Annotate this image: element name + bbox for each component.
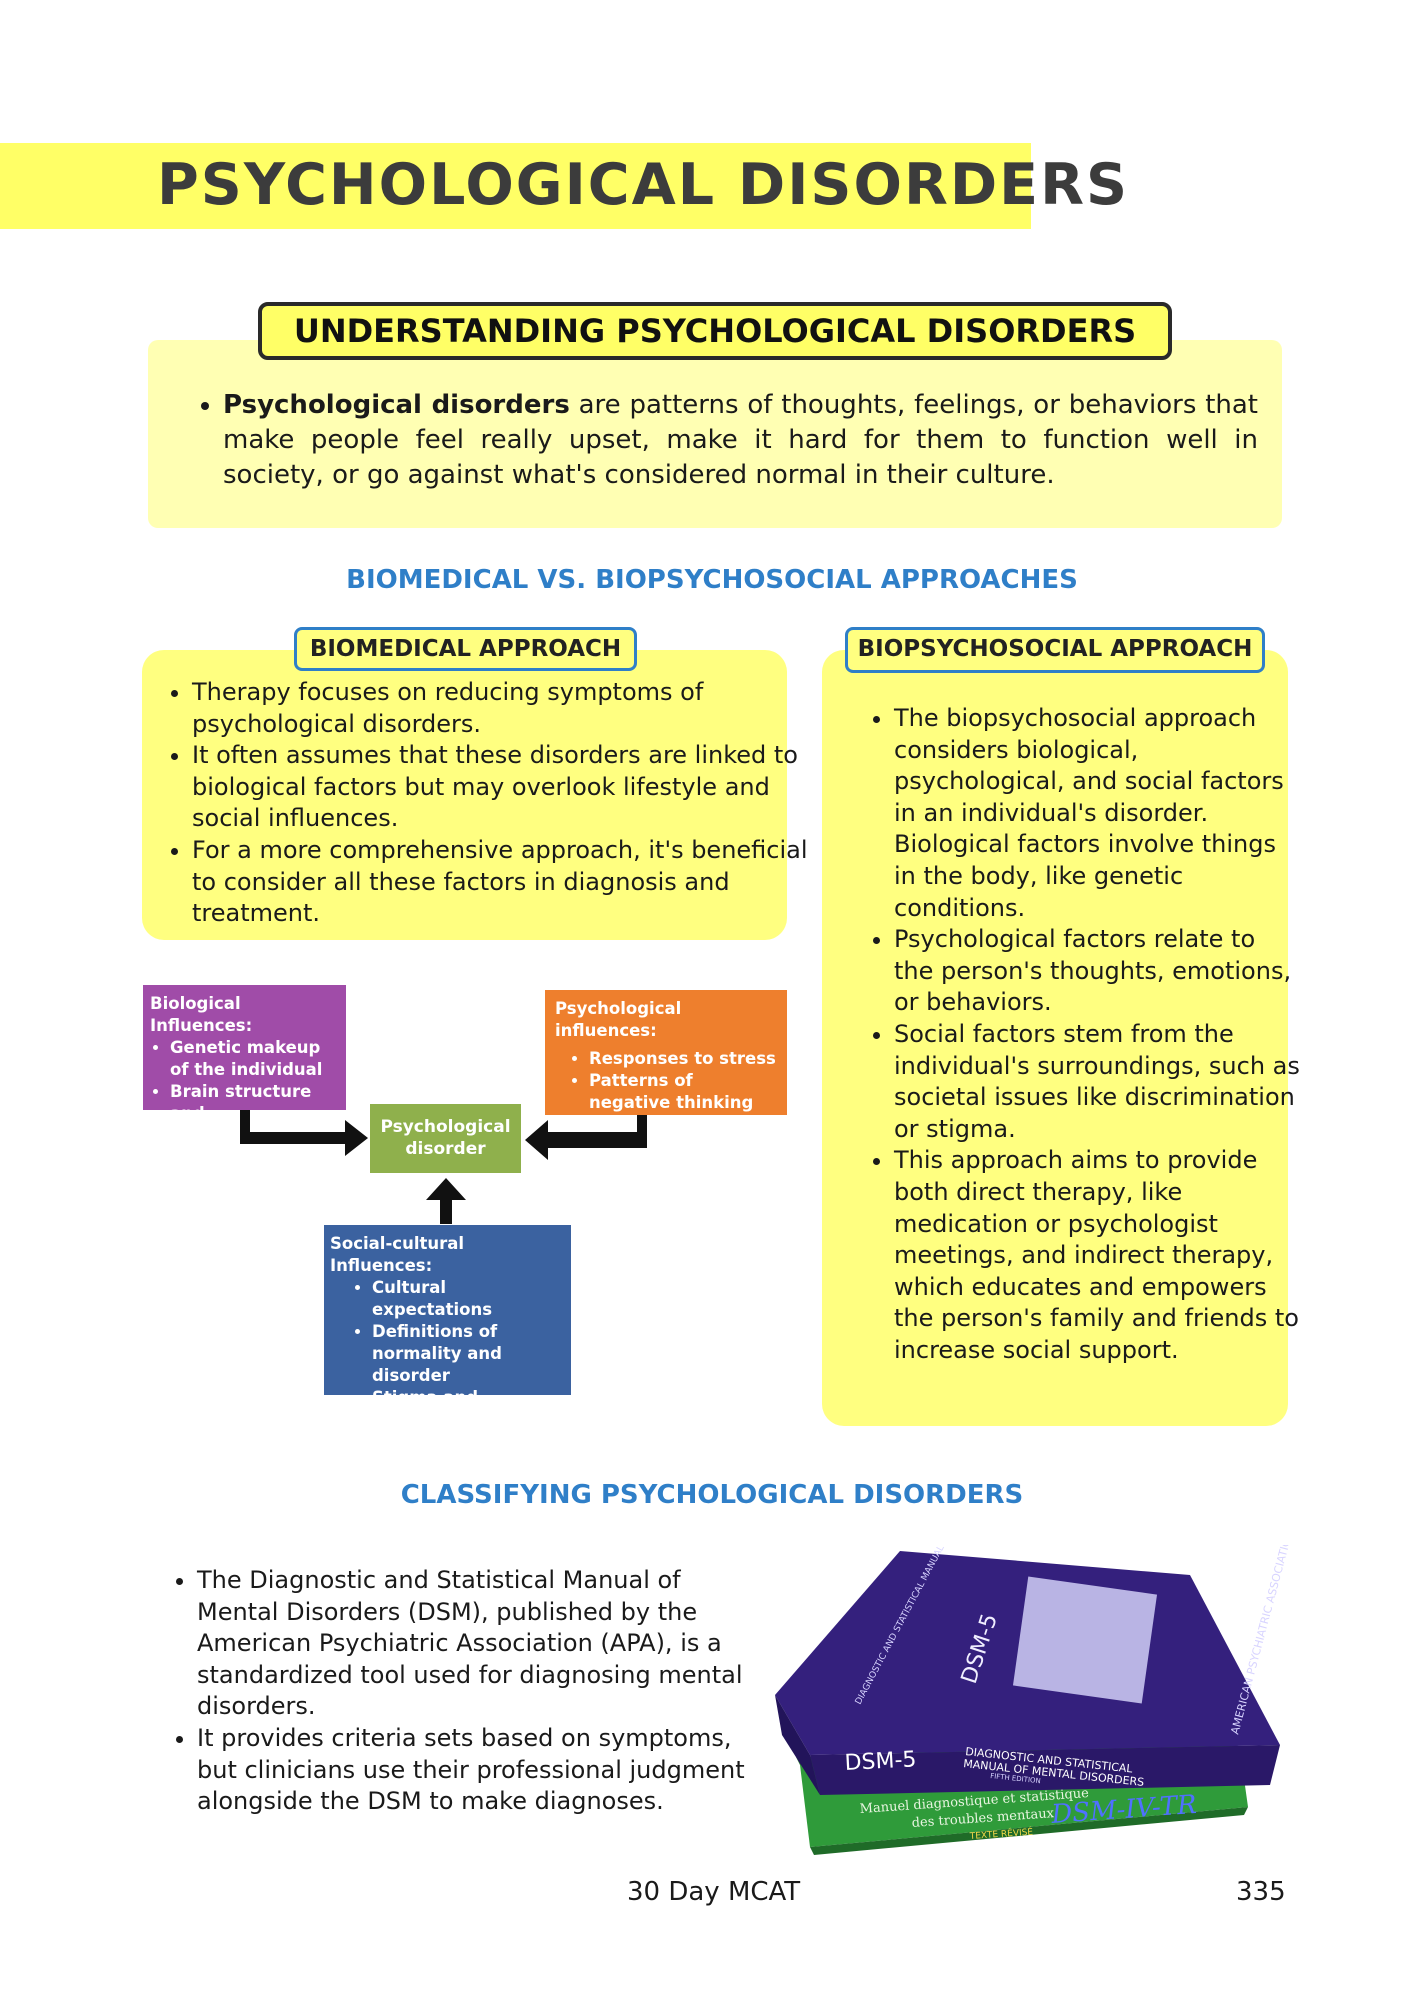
footer-title: 30 Day MCAT <box>627 1877 801 1907</box>
social-item: Cultural expectations <box>372 1277 565 1321</box>
biopsychosocial-box <box>822 650 1288 1426</box>
classifying-item: The Diagnostic and Statistical Manual of… <box>197 1565 762 1723</box>
psychological-disorder-box: Psychological disorder <box>370 1104 521 1173</box>
social-cultural-influences-title: Social-cultural Influences: <box>330 1234 465 1275</box>
up-arrow <box>426 1178 466 1224</box>
social-cultural-influences-box: Social-cultural Influences: Cultural exp… <box>324 1225 571 1473</box>
biomedical-box <box>142 650 787 940</box>
understanding-heading: UNDERSTANDING PSYCHOLOGICAL DISORDERS <box>258 302 1172 360</box>
biomedical-list: Therapy focuses on reducing symptoms of … <box>162 677 814 930</box>
left-arrow <box>240 1110 368 1156</box>
psychological-influences-title: Psychological influences: <box>555 999 682 1040</box>
intro-item: Psychological disorders are patterns of … <box>223 388 1258 493</box>
biological-influences-title: Biological Influences: <box>150 994 253 1035</box>
dsm-5-book: DIAGNOSTIC AND STATISTICAL MANUAL OF MEN… <box>775 1545 1290 1795</box>
social-item: Abuse <box>372 1453 565 1475</box>
psychological-item: Patterns of negative thinking <box>589 1070 777 1114</box>
biomedical-label: BIOMEDICAL APPROACH <box>294 627 637 671</box>
biomedical-item: It often assumes that these disorders ar… <box>192 740 814 835</box>
biological-influences-box: Biological Influences: Genetic makeup of… <box>143 985 346 1145</box>
biopsychosocial-list: The biopsychosocial approach considers b… <box>864 703 1300 1366</box>
page-number: 335 <box>1236 1877 1286 1907</box>
intro-list: Psychological disorders are patterns of … <box>195 388 1258 493</box>
biopsychosocial-item: The biopsychosocial approach considers b… <box>894 703 1300 924</box>
intro-box <box>148 340 1282 528</box>
classifying-list: The Diagnostic and Statistical Manual of… <box>167 1565 762 1818</box>
psychological-influences-box: Psychological influences: Responses to s… <box>545 990 787 1115</box>
biomedical-item: For a more comprehensive approach, it's … <box>192 835 814 930</box>
social-item: Definitions of normality and disorder <box>372 1321 565 1387</box>
biopsychosocial-item: Social factors stem from the individual'… <box>894 1019 1300 1145</box>
biopsychosocial-item: Psychological factors relate to the pers… <box>894 924 1300 1019</box>
dsm-5-spine-title: DSM-5 <box>844 1747 917 1776</box>
biological-item: Genetic makeup of the individual <box>170 1037 339 1081</box>
biomedical-item: Therapy focuses on reducing symptoms of … <box>192 677 814 740</box>
biopsychosocial-item: This approach aims to provide both direc… <box>894 1145 1300 1366</box>
intro-term: Psychological disorders <box>223 390 570 420</box>
biopsychosocial-label: BIOPSYCHOSOCIAL APPROACH <box>845 627 1265 673</box>
intro-definition: are patterns of thoughts, feelings, or b… <box>223 390 1258 490</box>
approaches-heading: BIOMEDICAL VS. BIOPSYCHOSOCIAL APPROACHE… <box>346 565 1078 595</box>
right-arrow <box>525 1115 647 1160</box>
psychological-item: Responses to stress <box>589 1048 777 1070</box>
classifying-heading: CLASSIFYING PSYCHOLOGICAL DISORDERS <box>400 1480 1024 1510</box>
dsm-books-image: Manuel diagnostique et statistique des t… <box>775 1545 1290 1855</box>
social-item: Stigma and prejudice <box>372 1387 565 1431</box>
social-item: Homelessness <box>372 1431 565 1453</box>
classifying-item: It provides criteria sets based on sympt… <box>197 1723 762 1818</box>
page-title: PSYCHOLOGICAL DISORDERS <box>157 152 1130 218</box>
title-band <box>0 143 1031 229</box>
